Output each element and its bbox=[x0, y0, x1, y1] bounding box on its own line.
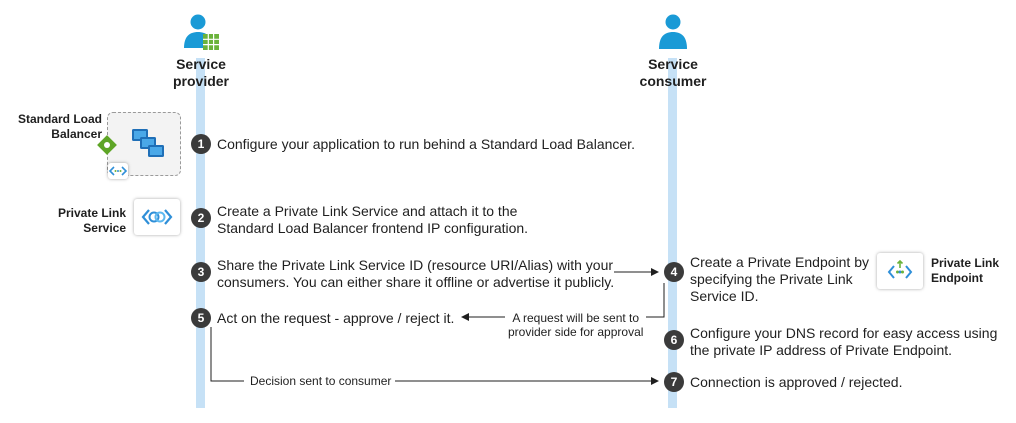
provider-title: Service provider bbox=[172, 56, 229, 89]
step-1-text: Configure your application to run behind… bbox=[217, 136, 635, 152]
step-5-badge: 5 bbox=[191, 308, 211, 328]
step-7-text: Connection is approved / rejected. bbox=[690, 374, 903, 390]
load-balancer-icon bbox=[97, 135, 117, 155]
step-2-badge: 2 bbox=[191, 208, 211, 228]
consumer-title: Service consumer bbox=[639, 56, 707, 89]
step-3-badge: 3 bbox=[191, 262, 211, 282]
private-endpoint-tile bbox=[877, 253, 923, 289]
vnet-tile bbox=[108, 163, 128, 179]
step-5-text: Act on the request - approve / reject it… bbox=[217, 310, 455, 326]
private-endpoint-label: Private Link Endpoint bbox=[931, 256, 1000, 285]
private-endpoint-icon bbox=[887, 259, 913, 279]
step-7-badge: 7 bbox=[664, 372, 684, 392]
decision-arrow bbox=[210, 327, 244, 382]
request-note: A request will be sent to provider side … bbox=[505, 311, 647, 339]
step-2-text: Create a Private Link Service and attach… bbox=[217, 203, 529, 236]
step-3-text: Share the Private Link Service ID (resou… bbox=[217, 257, 615, 290]
private-link-service-tile bbox=[134, 199, 180, 235]
step-6-text: Configure your DNS record for easy acces… bbox=[690, 325, 998, 358]
private-link-service-icon bbox=[141, 209, 173, 225]
user-with-grid-icon bbox=[184, 14, 219, 50]
virtual-machines-icon bbox=[132, 129, 164, 157]
provider-lane bbox=[196, 58, 205, 408]
step-1-badge: 1 bbox=[191, 134, 211, 154]
vnet-icon bbox=[108, 166, 128, 176]
load-balancer-label: Standard Load Balancer bbox=[17, 112, 102, 141]
step-4-badge: 4 bbox=[664, 262, 684, 282]
step-6-badge: 6 bbox=[664, 330, 684, 350]
user-icon bbox=[659, 14, 687, 49]
decision-note: Decision sent to consumer bbox=[250, 374, 392, 388]
private-link-service-label: Private Link Service bbox=[57, 206, 126, 235]
consumer-lane bbox=[668, 58, 677, 408]
step-4-text: Create a Private Endpoint by specifying … bbox=[690, 254, 869, 304]
